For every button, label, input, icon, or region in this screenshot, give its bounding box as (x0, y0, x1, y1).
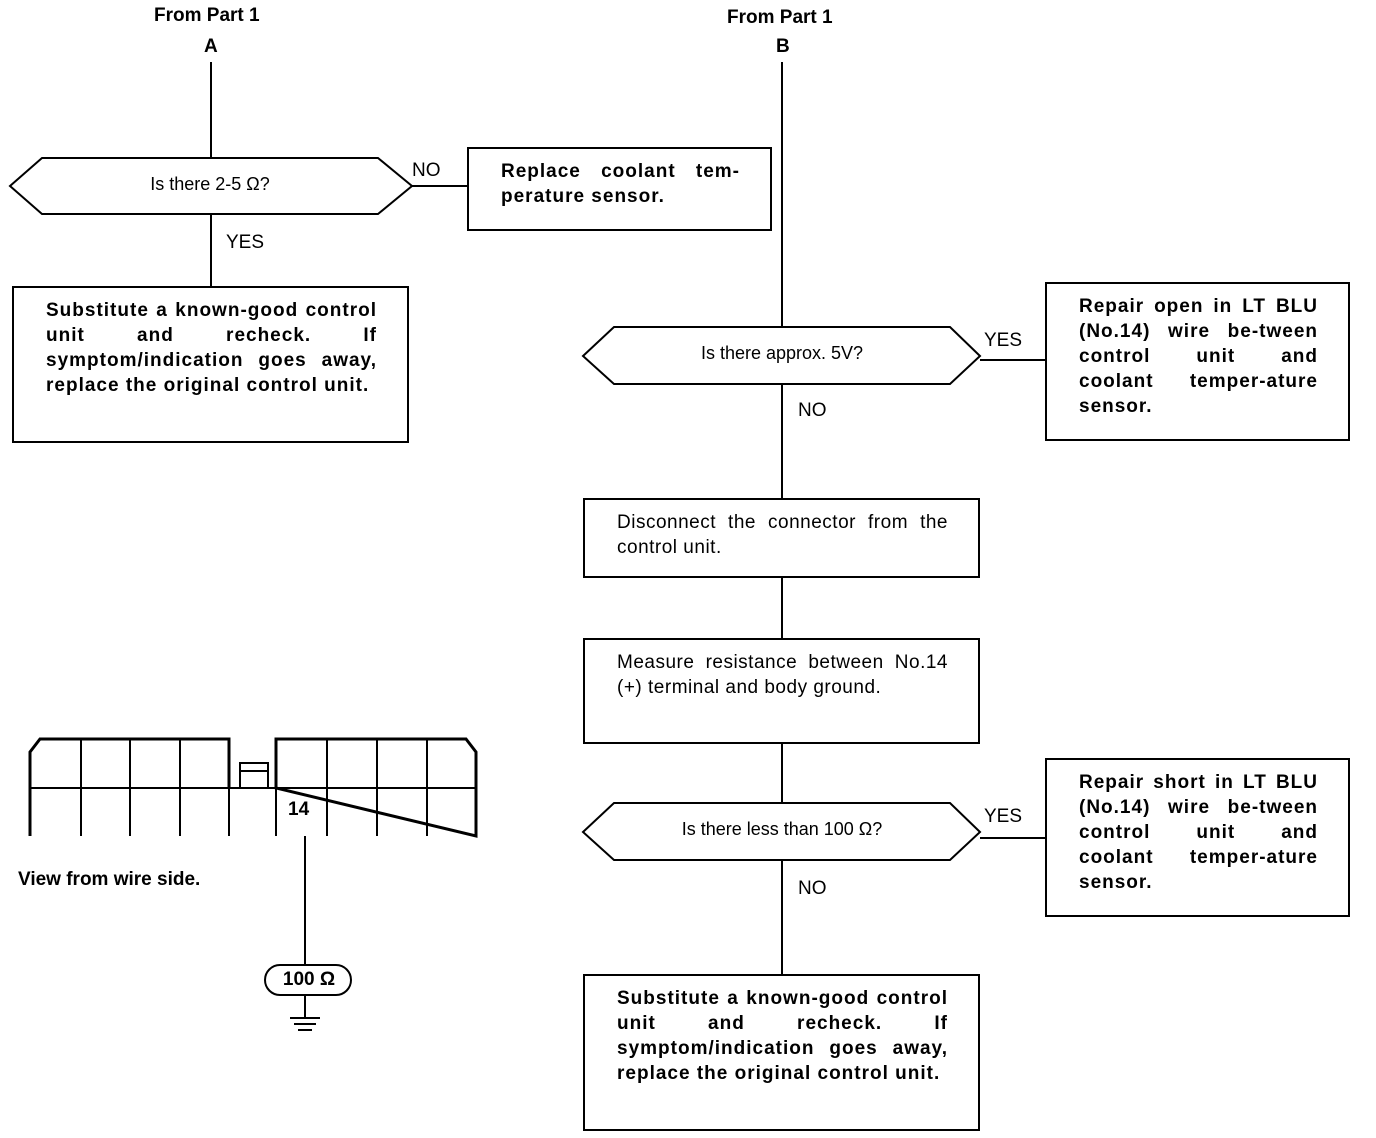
connector-outline (28, 737, 478, 838)
ohmmeter-symbol (264, 964, 352, 996)
step-disconnect-connector: Disconnect the connector from the contro… (583, 498, 980, 578)
action-repair-short: Repair short in LT BLU (No.14) wire be-t… (1045, 758, 1350, 917)
action-substitute-left: Substitute a known-good control unit and… (12, 286, 409, 443)
connector-label-a: A (204, 36, 218, 57)
question-approx-5v: Is there approx. 5V? (700, 343, 864, 363)
no-label-left: NO (412, 160, 441, 181)
yes-label-5v: YES (984, 330, 1023, 351)
ohmmeter-value: 100 Ω (282, 969, 336, 990)
yes-label-100-ohm: YES (984, 806, 1023, 827)
action-substitute-right: Substitute a known-good control unit and… (583, 974, 980, 1131)
view-caption: View from wire side. (18, 869, 201, 890)
step-measure-resistance: Measure resistance between No.14 (+) ter… (583, 638, 980, 744)
question-less-than-100-ohm: Is there less than 100 Ω? (681, 819, 883, 839)
header-from-part1-left: From Part 1 (154, 5, 260, 26)
no-label-100-ohm: NO (798, 878, 827, 899)
decision-diamond-2-5-ohm (8, 157, 414, 215)
yes-label-left: YES (226, 232, 265, 253)
no-label-5v: NO (798, 400, 827, 421)
action-replace-sensor: Replace coolant tem-perature sensor. (467, 147, 772, 231)
connector-label-b: B (776, 36, 790, 57)
question-2-5-ohm: Is there 2-5 Ω? (150, 174, 270, 194)
action-repair-open: Repair open in LT BLU (No.14) wire be-tw… (1045, 282, 1350, 441)
header-from-part1-right: From Part 1 (727, 7, 833, 28)
terminal-14-label: 14 (288, 799, 310, 820)
connector-latch (239, 762, 269, 789)
decision-diamond-5v (581, 326, 982, 385)
decision-diamond-100-ohm (581, 802, 982, 861)
